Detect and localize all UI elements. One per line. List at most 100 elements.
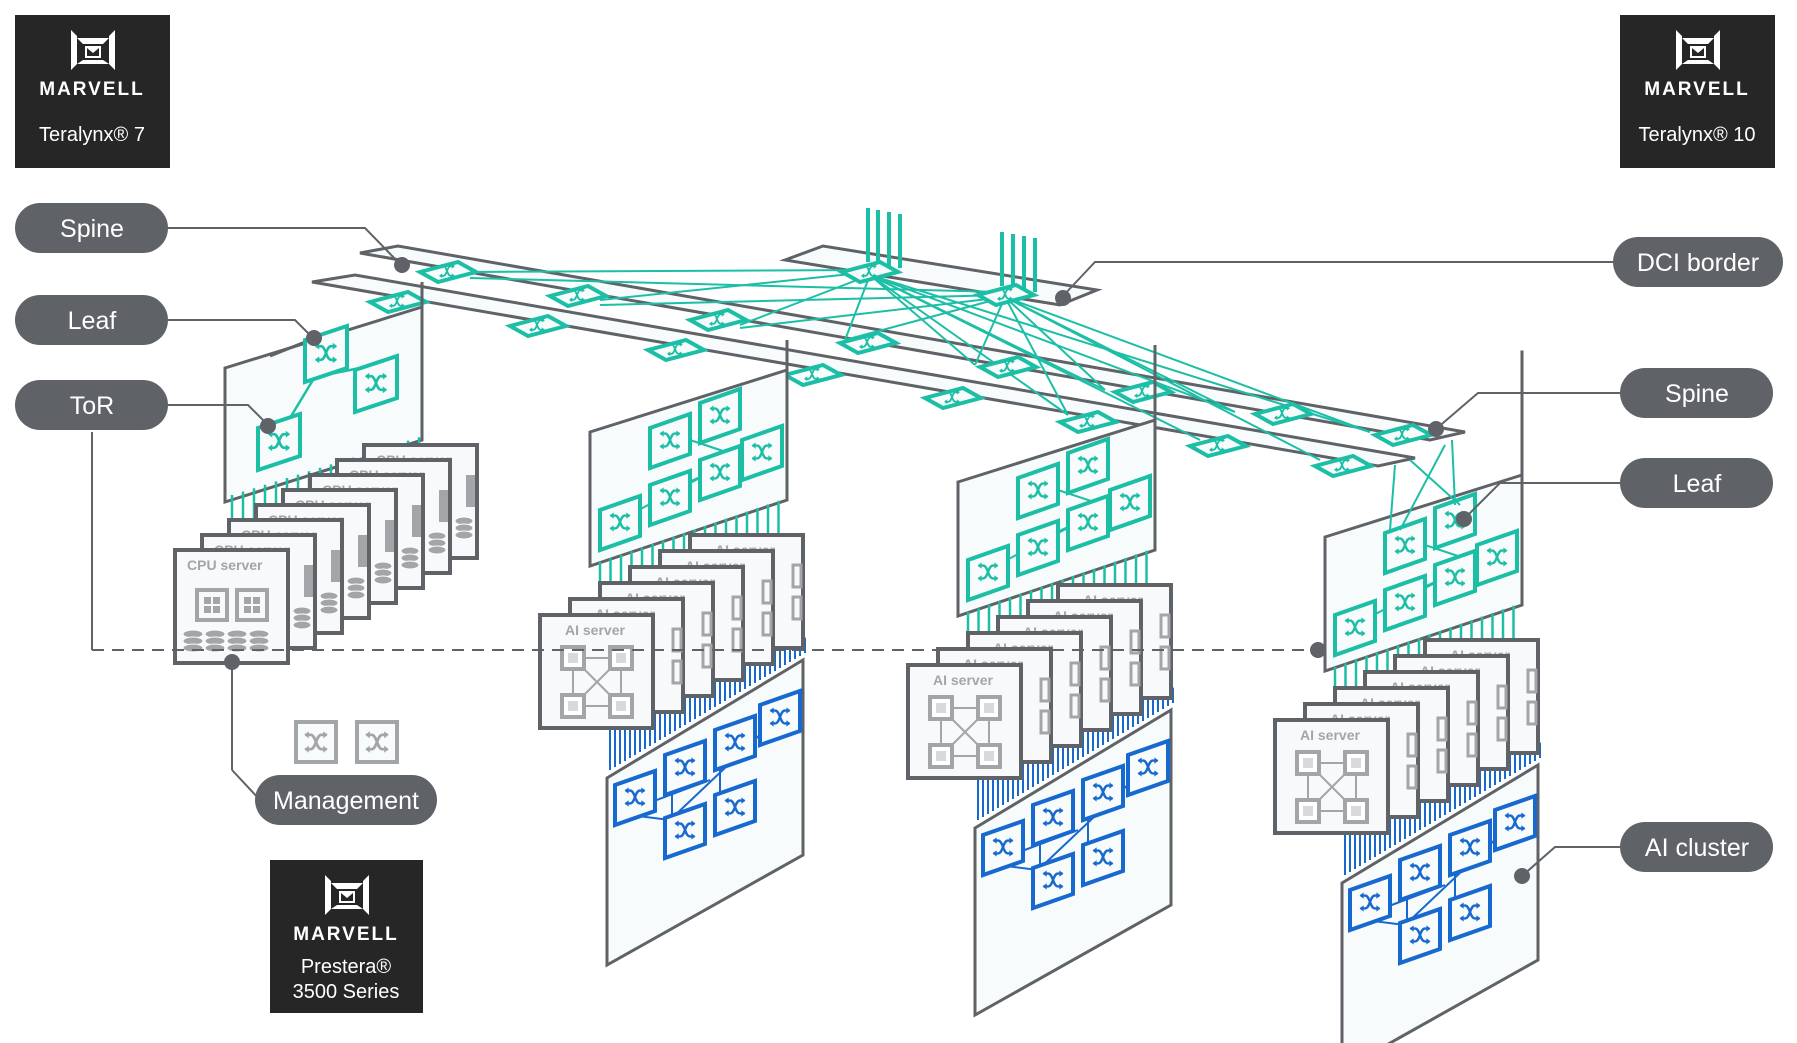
switch-icon — [758, 688, 802, 748]
switch-icon — [1398, 906, 1442, 966]
ai-server: AI server — [906, 663, 1023, 780]
label-dci-border: DCI border — [1613, 237, 1783, 287]
management-switch-icon — [355, 720, 399, 764]
label-tor: ToR — [15, 380, 168, 430]
ai-cluster-switches — [1348, 793, 1537, 966]
callout-lines — [91, 227, 1620, 877]
leaf-switches — [966, 436, 1152, 603]
spine-plane-lower — [311, 273, 1416, 468]
storage-disk-icon — [248, 629, 270, 653]
switch-icon — [1109, 379, 1177, 405]
switch-icon — [504, 313, 572, 339]
svg-text:DCI border: DCI border — [1637, 249, 1759, 277]
switch-icon — [966, 543, 1010, 603]
switch-icon — [663, 738, 707, 798]
management — [224, 654, 399, 801]
switch-icon — [1475, 528, 1519, 588]
switch-icon — [1031, 851, 1075, 911]
chip-brand: MARVELL — [39, 79, 144, 100]
svg-text:Leaf: Leaf — [68, 307, 117, 335]
switch-icon — [698, 443, 742, 503]
switch-icon — [981, 818, 1025, 878]
switch-icon — [1448, 818, 1492, 878]
chip-product-series: 3500 Series — [293, 981, 400, 1003]
switch-icon — [648, 468, 692, 528]
management-switch-icon — [294, 720, 338, 764]
ai-cluster-switches — [613, 688, 802, 861]
marvell-logo-icon — [71, 30, 115, 70]
switch-icon — [598, 493, 642, 553]
switch-icon — [836, 259, 904, 285]
callout-dots — [260, 257, 1530, 884]
switch-icon — [1398, 843, 1442, 903]
switch-icon — [740, 423, 784, 483]
switch-icon — [642, 337, 710, 363]
svg-text:Leaf: Leaf — [1673, 470, 1722, 498]
switch-icon — [974, 354, 1042, 380]
switch-icon — [1081, 763, 1125, 823]
label-management: Management — [255, 775, 437, 825]
switch-icon — [1126, 738, 1170, 798]
label-leaf-left: Leaf — [15, 295, 168, 345]
switch-icon — [834, 330, 902, 356]
label-spine-right: Spine — [1620, 368, 1773, 418]
ai-server: AI server — [538, 613, 655, 730]
svg-text:Spine: Spine — [1665, 380, 1729, 408]
cpu-chip-icon — [195, 588, 229, 622]
chip-product: Teralynx® 10 — [1638, 124, 1755, 146]
svg-text:Management: Management — [273, 787, 419, 815]
pod-cpu: CPU serverCPU serverCPU serverCPU server… — [173, 282, 479, 665]
chip-product: Teralynx® 7 — [39, 124, 145, 146]
switch-icon — [713, 778, 757, 838]
dci-uplinks — [866, 208, 1037, 292]
storage-disk-icon — [204, 629, 226, 653]
chip-brand: MARVELL — [1644, 79, 1749, 100]
storage-disk-icon — [226, 629, 248, 653]
cpu-server-stack: CPU serverCPU serverCPU serverCPU server… — [173, 443, 479, 665]
switch-icon — [648, 411, 692, 471]
marvell-logo-icon — [1676, 30, 1720, 70]
switch-icon — [684, 307, 752, 333]
switch-icon — [1309, 453, 1377, 479]
ai-server: AI server — [1273, 718, 1390, 835]
chip-brand: MARVELL — [293, 924, 398, 945]
switch-icon — [713, 713, 757, 773]
spine-switches — [364, 259, 1437, 479]
switch-icon — [919, 385, 987, 411]
switch-icon — [1066, 436, 1110, 496]
ai-cluster-switches — [981, 738, 1170, 911]
switch-icon — [1016, 518, 1060, 578]
switch-icon — [544, 283, 612, 309]
storage-disk-icon — [182, 629, 204, 653]
svg-text:AI cluster: AI cluster — [1645, 834, 1749, 862]
switch-icon — [1448, 883, 1492, 943]
chip-prestera: MARVELL Prestera® 3500 Series — [270, 860, 423, 1013]
switch-icon — [1333, 598, 1377, 658]
switch-icon — [1108, 473, 1152, 533]
switch-icon — [1433, 548, 1477, 608]
label-leaf-right: Leaf — [1620, 458, 1773, 508]
spine-to-leaf-links — [1389, 439, 1461, 531]
switch-icon — [1383, 573, 1427, 633]
leaf-switches — [1333, 491, 1519, 658]
chip-teralynx7: MARVELL Teralynx® 7 — [15, 15, 170, 168]
server-label: AI server — [933, 672, 993, 688]
server-label: CPU server — [187, 557, 263, 573]
switch-icon — [698, 386, 742, 446]
leaf-switches — [598, 386, 784, 553]
gpu-mesh-icon — [928, 695, 1002, 769]
label-spine-left: Spine — [15, 203, 168, 253]
cpu-server: CPU server — [173, 548, 290, 665]
switch-icon — [1031, 788, 1075, 848]
gpu-mesh-icon — [1295, 750, 1369, 824]
switch-icon — [779, 362, 847, 388]
switch-icon — [364, 289, 432, 315]
switch-icon — [1493, 793, 1537, 853]
switch-icon — [414, 259, 482, 285]
switch-icon — [1348, 873, 1392, 933]
